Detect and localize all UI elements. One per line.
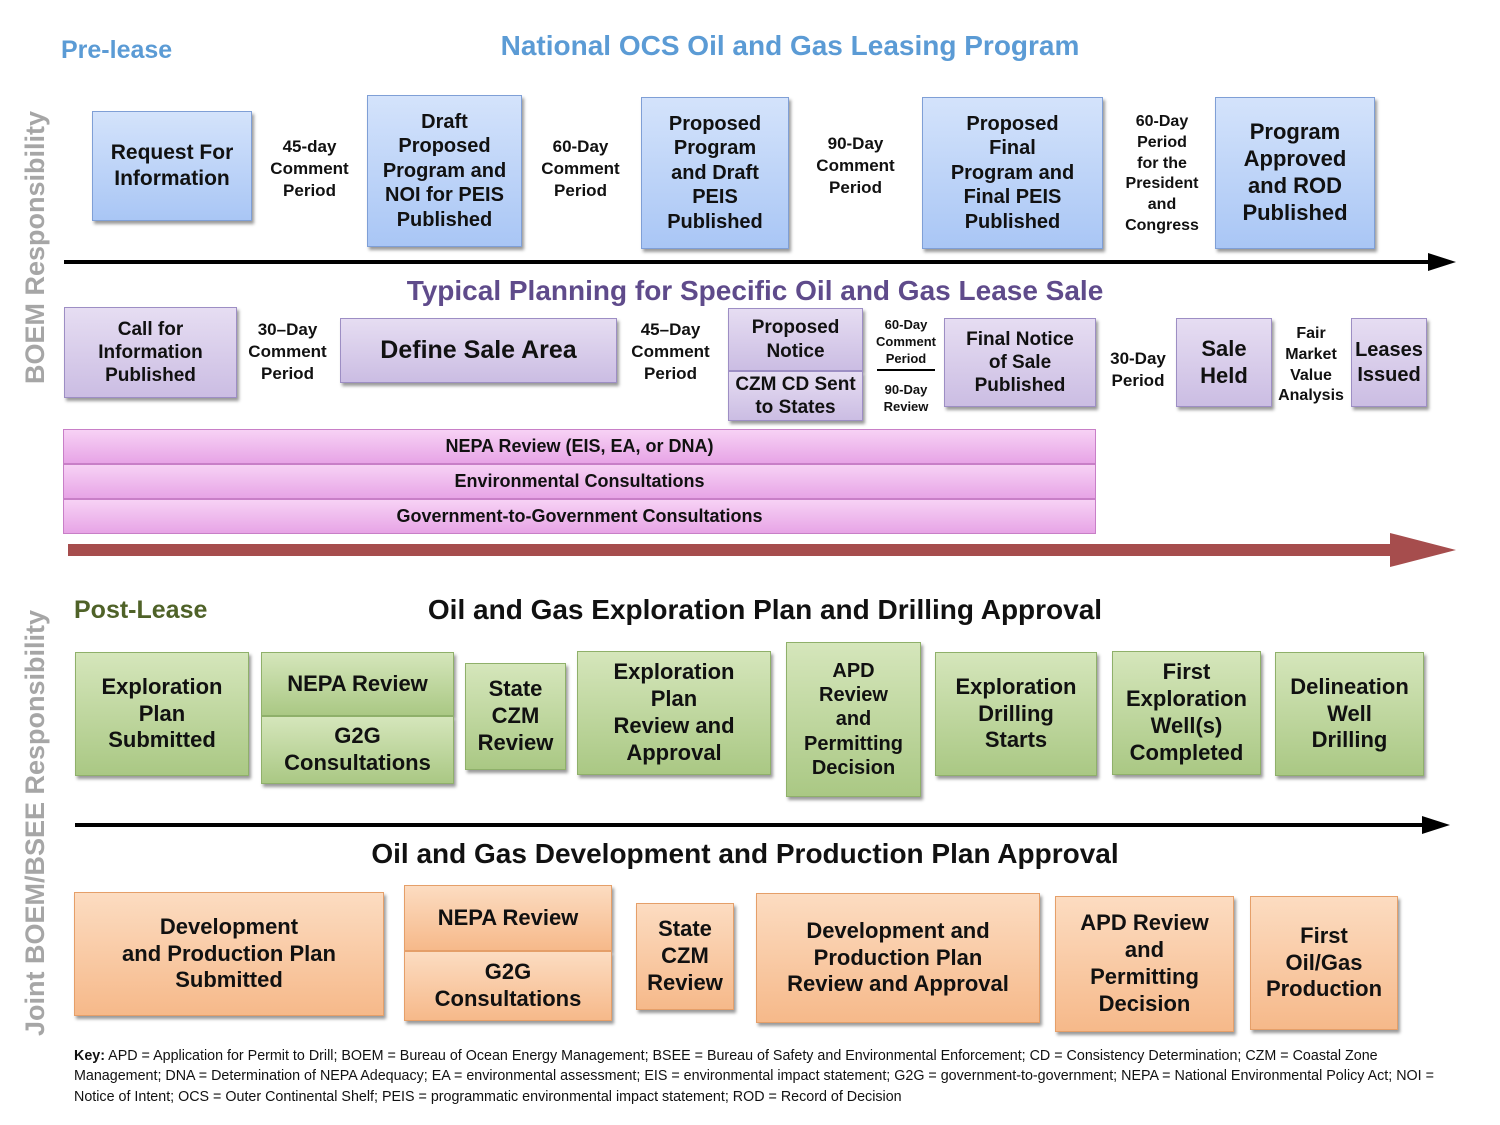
define-sale-area-box: Define Sale Area bbox=[340, 318, 617, 383]
czm-cd-sent-box: CZM CD Sent to States bbox=[728, 371, 863, 421]
exploration-plan-submitted-box: Exploration Plan Submitted bbox=[75, 652, 249, 776]
development-nepa-review-box: NEPA Review bbox=[404, 885, 612, 951]
program-approved-box: Program Approved and ROD Published bbox=[1215, 97, 1375, 249]
exploration-apd-review-box: APD Review and Permitting Decision bbox=[786, 642, 921, 797]
development-g2g-box: G2G Consultations bbox=[404, 951, 612, 1021]
prelease-label: Pre-lease bbox=[61, 36, 173, 64]
fair-market-value-analysis: Fair Market Value Analysis bbox=[1278, 325, 1344, 405]
exploration-title: Oil and Gas Exploration Plan and Drillin… bbox=[427, 594, 1103, 625]
development-apd-review-box: APD Review and Permitting Decision bbox=[1055, 896, 1234, 1032]
key-text: APD = Application for Permit to Drill; B… bbox=[74, 1048, 1434, 1105]
prelease-period-90: 90-Day Comment Period bbox=[816, 134, 895, 198]
legend-key: Key: APD = Application for Permit to Dri… bbox=[74, 1046, 1444, 1107]
prelease-period-45: 45-day Comment Period bbox=[270, 137, 349, 201]
exploration-plan-review-box: Exploration Plan Review and Approval bbox=[577, 651, 771, 775]
development-plan-submitted-box: Development and Production Plan Submitte… bbox=[74, 892, 384, 1016]
first-oil-gas-production-box: First Oil/Gas Production bbox=[1250, 896, 1398, 1030]
sale-held-box: Sale Held bbox=[1176, 318, 1272, 407]
lease-sale-title: Typical Planning for Specific Oil and Ga… bbox=[406, 275, 1104, 306]
proposed-final-program-box: Proposed Final Program and Final PEIS Pu… bbox=[922, 97, 1103, 249]
development-state-czm-box: State CZM Review bbox=[636, 903, 734, 1010]
exploration-nepa-review-box: NEPA Review bbox=[261, 652, 454, 716]
development-title: Oil and Gas Development and Production P… bbox=[371, 838, 1119, 869]
draft-proposed-program-box: Draft Proposed Program and NOI for PEIS … bbox=[367, 95, 522, 247]
exploration-state-czm-box: State CZM Review bbox=[465, 663, 566, 770]
postlease-label: Post-Lease bbox=[74, 596, 208, 624]
lease-period-30b: 30-Day Period bbox=[1110, 349, 1166, 391]
nepa-review-bar: NEPA Review (EIS, EA, or DNA) bbox=[63, 429, 1096, 464]
first-exploration-well-box: First Exploration Well(s) Completed bbox=[1112, 651, 1261, 775]
request-for-information-box: Request For Information bbox=[92, 111, 252, 221]
call-for-information-box: Call for Information Published bbox=[64, 307, 237, 398]
prelease-timeline-arrow bbox=[64, 253, 1456, 271]
proposed-notice-box: Proposed Notice bbox=[728, 308, 863, 371]
lease-period-60: 60-Day Comment Period bbox=[876, 317, 936, 366]
lease-timeline-arrow bbox=[68, 533, 1456, 567]
lease-period-90-review: 90-Day Review bbox=[883, 382, 929, 414]
delineation-well-drilling-box: Delineation Well Drilling bbox=[1275, 652, 1424, 776]
lease-period-45: 45–Day Comment Period bbox=[631, 320, 710, 384]
lease-period-30a: 30–Day Comment Period bbox=[248, 320, 327, 384]
prelease-period-60: 60-Day Comment Period bbox=[541, 137, 620, 201]
key-label: Key: bbox=[74, 1048, 105, 1064]
prelease-title: National OCS Oil and Gas Leasing Program bbox=[500, 30, 1080, 61]
boem-responsibility-label: BOEM Responsibility bbox=[20, 110, 50, 384]
exploration-g2g-box: G2G Consultations bbox=[261, 716, 454, 784]
final-notice-of-sale-box: Final Notice of Sale Published bbox=[944, 318, 1096, 407]
proposed-program-draft-peis-box: Proposed Program and Draft PEIS Publishe… bbox=[641, 97, 789, 249]
environmental-consultations-bar: Environmental Consultations bbox=[63, 464, 1096, 499]
leases-issued-box: Leases Issued bbox=[1351, 318, 1427, 407]
lease-period-divider bbox=[877, 369, 935, 371]
g2g-consultations-bar: Government-to-Government Consultations bbox=[63, 499, 1096, 534]
development-plan-review-box: Development and Production Plan Review a… bbox=[756, 893, 1040, 1023]
exploration-drilling-starts-box: Exploration Drilling Starts bbox=[935, 652, 1097, 776]
exploration-timeline-arrow bbox=[75, 816, 1450, 834]
prelease-period-president: 60-Day Period for the President and Cong… bbox=[1125, 113, 1199, 234]
